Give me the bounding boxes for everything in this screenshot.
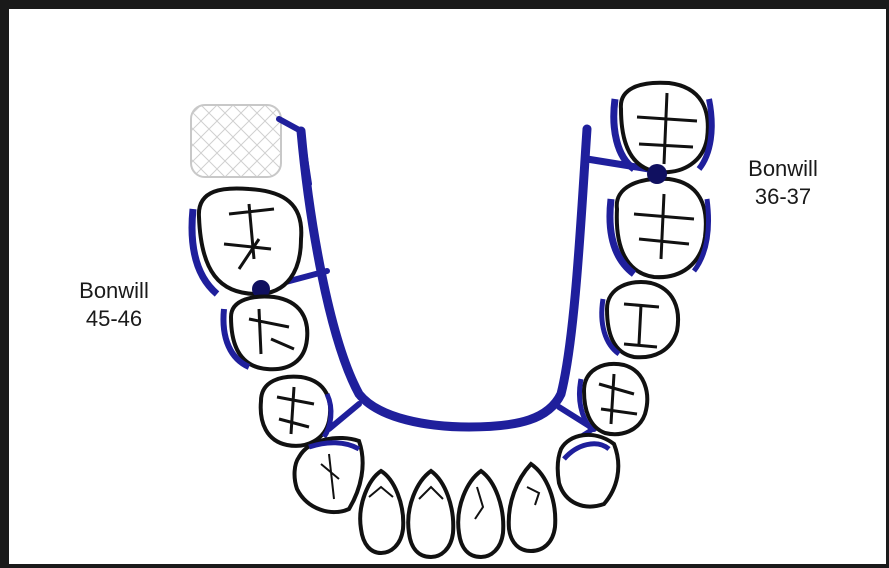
bonwill-label-right-line1: Bonwill <box>733 155 833 183</box>
right-molar-37 <box>614 83 712 184</box>
bonwill-clasp-label-right: Bonwill 36-37 <box>733 155 833 211</box>
bonwill-clasp-label-left: Bonwill 45-46 <box>64 277 164 333</box>
left-canine-43 <box>295 438 363 512</box>
bonwill-label-left-teeth: 45-46 <box>64 305 164 333</box>
right-canine-33 <box>558 435 619 507</box>
missing-tooth-outline <box>191 105 281 177</box>
incisor-42 <box>360 471 403 553</box>
bonwill-label-left-line1: Bonwill <box>64 277 164 305</box>
incisor-41 <box>408 471 453 557</box>
right-molar-36 <box>610 179 709 277</box>
left-molar-46 <box>192 188 301 298</box>
incisor-31 <box>458 471 503 557</box>
incisor-32 <box>509 464 556 551</box>
left-premolar-45 <box>223 297 307 370</box>
right-premolar-35 <box>602 282 678 357</box>
left-premolar-44 <box>261 377 331 446</box>
right-premolar-34 <box>579 364 647 434</box>
bonwill-label-right-teeth: 36-37 <box>733 183 833 211</box>
